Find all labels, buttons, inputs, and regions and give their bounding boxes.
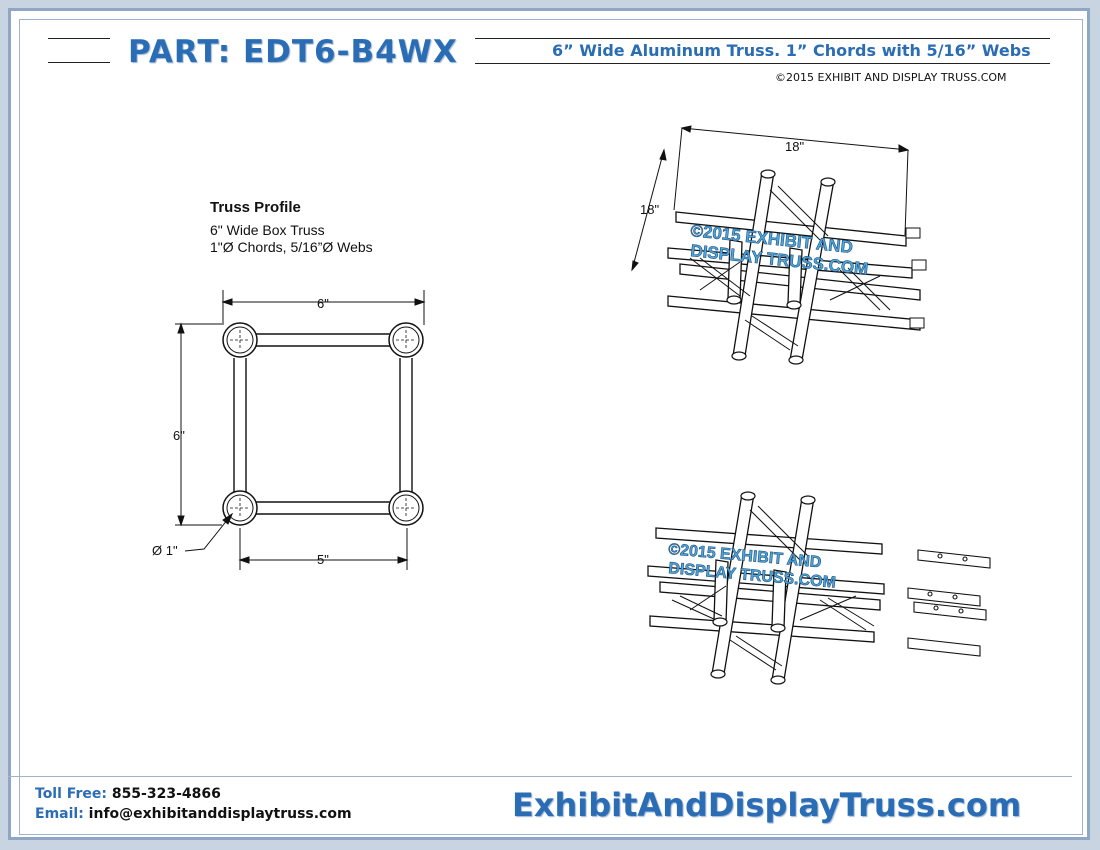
truss-profile-drawing bbox=[175, 290, 426, 570]
header-rule-right-top bbox=[475, 38, 1050, 39]
part-title: PART: EDT6-B4WX bbox=[128, 34, 458, 70]
isometric-length-label: 18" bbox=[785, 139, 805, 154]
dimension-bottom-label: 5" bbox=[317, 552, 329, 567]
toll-free-line: Toll Free: 855-323-4866 bbox=[35, 786, 221, 802]
profile-description-line2: 1"Ø Chords, 5/16”Ø Webs bbox=[210, 239, 373, 255]
isometric-exploded-view: ©2015 EXHIBIT AND DISPLAY TRUSS.COM bbox=[647, 491, 991, 685]
toll-free-number[interactable]: 855-323-4866 bbox=[111, 786, 221, 802]
header-rule-left-top bbox=[48, 38, 110, 39]
drawing-sheet bbox=[8, 8, 1090, 840]
isometric-assembled-view: ©2015 EXHIBIT AND DISPLAY TRUSS.COM bbox=[631, 125, 927, 365]
email-label: Email: bbox=[35, 806, 84, 822]
part-subtitle: 6” Wide Aluminum Truss. 1” Chords with 5… bbox=[552, 41, 1031, 60]
header-rule-right-bottom bbox=[475, 63, 1050, 64]
sheet-border bbox=[19, 19, 1083, 835]
toll-free-label: Toll Free: bbox=[35, 786, 107, 802]
chord-diameter-label: Ø 1" bbox=[152, 543, 178, 558]
dimension-top-label: 6" bbox=[317, 296, 329, 311]
profile-description-line1: 6" Wide Box Truss bbox=[210, 222, 325, 238]
profile-heading: Truss Profile bbox=[210, 199, 301, 216]
email-line: Email: info@exhibitanddisplaytruss.com bbox=[35, 806, 352, 822]
isometric-width-label: 18" bbox=[640, 202, 660, 217]
footer-bar bbox=[8, 776, 1072, 825]
email-address[interactable]: info@exhibitanddisplaytruss.com bbox=[88, 806, 352, 822]
website-link[interactable]: ExhibitAndDisplayTruss.com bbox=[512, 786, 1022, 824]
copyright-notice: ©2015 EXHIBIT AND DISPLAY TRUSS.COM bbox=[775, 71, 1007, 84]
dimension-side-label: 6" bbox=[173, 428, 185, 443]
header-rule-left-bottom bbox=[48, 62, 110, 63]
